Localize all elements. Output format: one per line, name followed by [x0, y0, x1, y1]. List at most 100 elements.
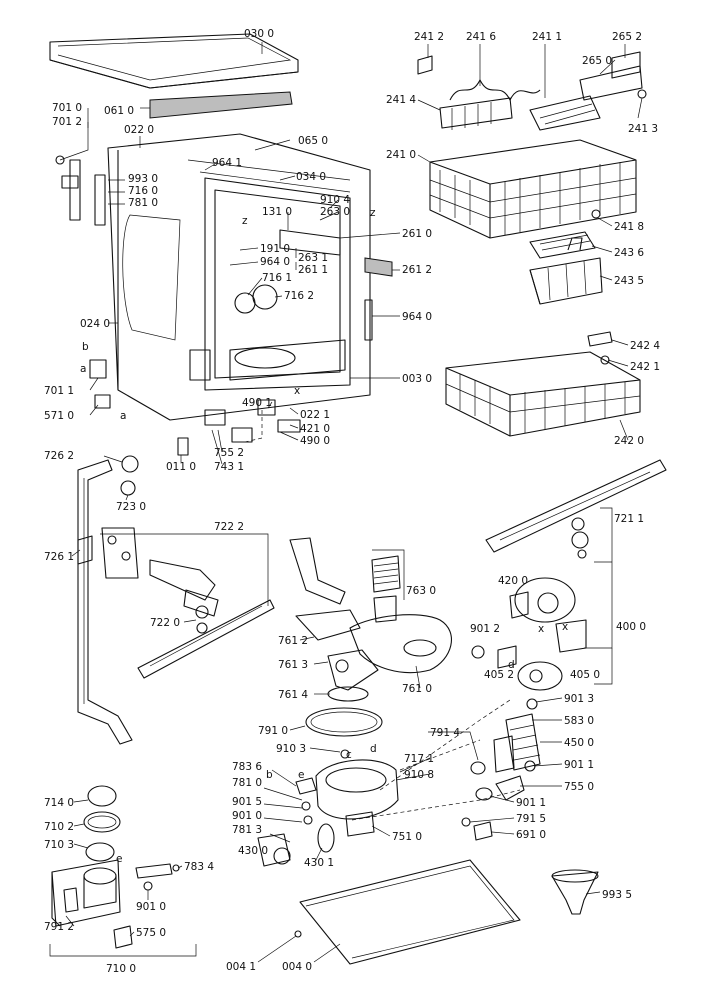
label-243-5: 243 5 — [614, 275, 644, 287]
label-722-0: 722 0 — [150, 617, 180, 629]
label-716-0: 716 0 — [128, 185, 158, 197]
label-910-3: 910 3 — [276, 743, 306, 755]
label-761-4: 761 4 — [278, 689, 308, 701]
marker-b: b — [266, 769, 273, 781]
label-242-0: 242 0 — [614, 435, 644, 447]
labels: 030 0 061 0 022 0 065 0 964 1 993 0 716 … — [44, 28, 660, 975]
leaders-pipe — [71, 455, 197, 623]
label-791-2: 791 2 — [44, 921, 74, 933]
label-265-2: 265 2 — [612, 31, 642, 43]
label-261-0: 261 0 — [402, 228, 432, 240]
label-131-0: 131 0 — [262, 206, 292, 218]
label-242-4: 242 4 — [630, 340, 660, 352]
label-243-6: 243 6 — [614, 247, 644, 259]
marker-x: x — [294, 385, 300, 397]
label-761-0: 761 0 — [402, 683, 432, 695]
label-263-0: 263 0 — [320, 206, 350, 218]
marker-z: z — [242, 215, 248, 227]
label-261-2: 261 2 — [402, 264, 432, 276]
leaders-tub — [59, 108, 401, 465]
marker-b: b — [82, 341, 89, 353]
label-263-1: 263 1 — [298, 252, 328, 264]
label-022-0: 022 0 — [124, 124, 154, 136]
label-901-2: 901 2 — [470, 623, 500, 635]
label-241-6: 241 6 — [466, 31, 496, 43]
label-791-0: 791 0 — [258, 725, 288, 737]
funnel-993-5 — [551, 869, 601, 915]
leaders-softener — [65, 799, 183, 937]
label-781-0: 781 0 — [128, 197, 158, 209]
label-714-0: 714 0 — [44, 797, 74, 809]
label-490-1: 490 1 — [242, 397, 272, 409]
label-791-5: 791 5 — [516, 813, 546, 825]
label-783-4: 783 4 — [184, 861, 214, 873]
label-241-2: 241 2 — [414, 31, 444, 43]
label-763-0: 763 0 — [406, 585, 436, 597]
label-034-0: 034 0 — [296, 171, 326, 183]
marker-e: e — [298, 769, 304, 781]
label-490-0: 490 0 — [300, 435, 330, 447]
label-030-0: 030 0 — [244, 28, 274, 40]
label-910-8: 910 8 — [404, 769, 434, 781]
worktop-lid — [49, 33, 299, 89]
label-450-0: 450 0 — [564, 737, 594, 749]
label-583-0: 583 0 — [564, 715, 594, 727]
marker-d: d — [508, 659, 515, 671]
lower-basket-group — [445, 331, 641, 437]
label-964-1: 964 1 — [212, 157, 242, 169]
label-716-1: 716 1 — [262, 272, 292, 284]
label-761-2: 761 2 — [278, 635, 308, 647]
label-755-0: 755 0 — [564, 781, 594, 793]
filter-group — [289, 537, 452, 702]
label-901-5: 901 5 — [232, 796, 262, 808]
label-430-0: 430 0 — [238, 845, 268, 857]
label-242-1: 242 1 — [630, 361, 660, 373]
label-910-4: 910 4 — [320, 194, 350, 206]
label-716-2: 716 2 — [284, 290, 314, 302]
label-191-0: 191 0 — [260, 243, 290, 255]
label-022-1: 022 1 — [300, 409, 330, 421]
tub-cabinet — [55, 133, 393, 456]
label-722-2: 722 2 — [214, 521, 244, 533]
base-plate-group — [257, 859, 521, 965]
label-575-0: 575 0 — [136, 927, 166, 939]
label-901-1-a: 901 1 — [564, 759, 594, 771]
label-265-0: 265 0 — [582, 55, 612, 67]
label-993-5: 993 5 — [602, 889, 632, 901]
marker-d: d — [370, 743, 377, 755]
label-726-2: 726 2 — [44, 450, 74, 462]
label-405-2: 405 2 — [484, 669, 514, 681]
label-901-0-a: 901 0 — [232, 810, 262, 822]
water-softener-group — [49, 785, 197, 957]
label-901-1-b: 901 1 — [516, 797, 546, 809]
label-701-2: 701 2 — [52, 116, 82, 128]
circulation-pipe-group — [77, 455, 275, 745]
label-781-3: 781 3 — [232, 824, 262, 836]
label-901-0-b: 901 0 — [136, 901, 166, 913]
marker-c: c — [346, 749, 352, 761]
label-901-3: 901 3 — [564, 693, 594, 705]
label-726-1: 726 1 — [44, 551, 74, 563]
label-024-0: 024 0 — [80, 318, 110, 330]
label-993-0: 993 0 — [128, 173, 158, 185]
label-691-0: 691 0 — [516, 829, 546, 841]
label-723-0: 723 0 — [116, 501, 146, 513]
label-761-3: 761 3 — [278, 659, 308, 671]
label-003-0: 003 0 — [402, 373, 432, 385]
label-751-0: 751 0 — [392, 831, 422, 843]
marker-z: z — [370, 207, 376, 219]
label-011-0: 011 0 — [166, 461, 196, 473]
label-721-1: 721 1 — [614, 513, 644, 525]
top-insulation-strip — [140, 91, 293, 119]
marker-a: a — [80, 363, 86, 375]
leaders-sump — [263, 697, 563, 861]
label-065-0: 065 0 — [298, 135, 328, 147]
leaders-filters — [299, 636, 421, 695]
label-430-1: 430 1 — [304, 857, 334, 869]
marker-a: a — [120, 410, 126, 422]
label-755-2: 755 2 — [214, 447, 244, 459]
label-717-1: 717 1 — [404, 753, 434, 765]
label-791-4: 791 4 — [430, 727, 460, 739]
label-421-0: 421 0 — [300, 423, 330, 435]
